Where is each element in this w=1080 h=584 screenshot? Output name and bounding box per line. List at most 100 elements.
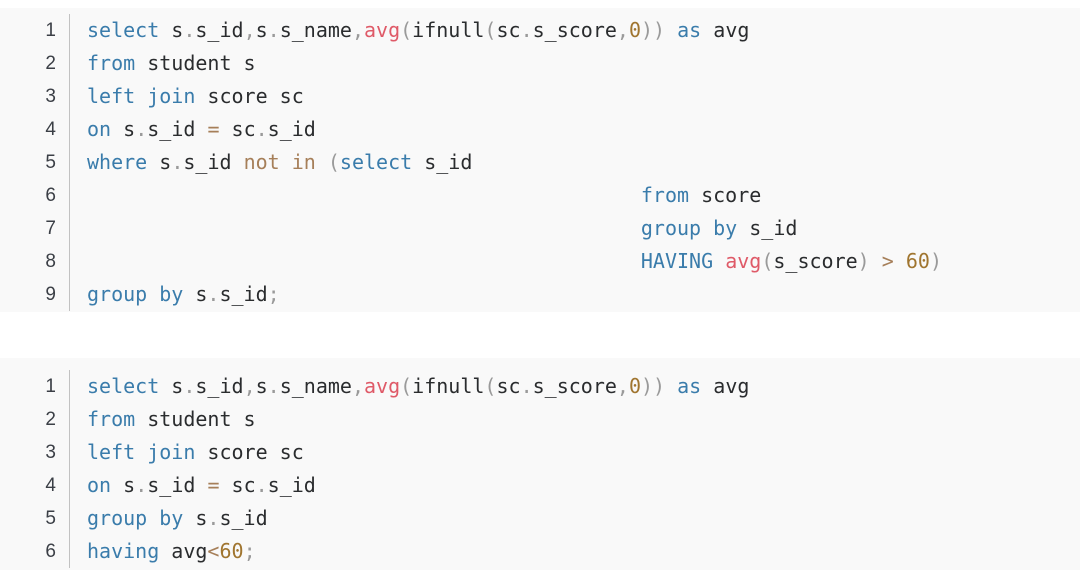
code-token — [87, 183, 641, 207]
code-token: )) — [641, 374, 666, 398]
code-token: = — [207, 473, 220, 497]
code-token: sc — [496, 18, 521, 42]
code-text: from student s — [70, 47, 256, 80]
code-token: s_name — [279, 374, 352, 398]
code-token: . — [135, 473, 148, 497]
code-token: sc — [219, 117, 256, 141]
code-token — [894, 249, 906, 273]
code-token: select — [87, 374, 160, 398]
line-number: 5 — [0, 502, 70, 535]
code-text: group by s.s_id — [70, 502, 268, 535]
code-token — [870, 249, 882, 273]
code-token: )) — [641, 18, 666, 42]
code-token: . — [520, 374, 533, 398]
line-number: 1 — [0, 370, 70, 403]
code-text: on s.s_id = sc.s_id — [70, 469, 316, 502]
code-token: . — [135, 117, 148, 141]
code-token: , — [351, 18, 364, 42]
code-text: left join score sc — [70, 436, 304, 469]
code-token: 60 — [905, 249, 930, 273]
code-token: sc — [219, 473, 256, 497]
code-token — [665, 374, 677, 398]
code-token — [87, 216, 641, 240]
code-token: , — [351, 374, 364, 398]
code-token — [316, 150, 328, 174]
code-token: from — [640, 183, 690, 207]
code-token: avg — [701, 374, 750, 398]
code-token: s_id — [219, 506, 268, 530]
code-text: left join score sc — [70, 80, 304, 113]
code-token: student s — [135, 407, 256, 431]
code-token: avg — [364, 18, 401, 42]
code-token: group by — [87, 506, 184, 530]
code-token: left join — [87, 440, 196, 464]
code-token: s_id — [412, 150, 473, 174]
code-token: s_id — [147, 117, 208, 141]
code-token: s_id — [195, 374, 244, 398]
code-line: 6 from score — [0, 179, 1080, 212]
line-number: 3 — [0, 80, 70, 113]
code-token: ; — [243, 539, 256, 563]
code-token: s_id — [195, 18, 244, 42]
code-token: . — [520, 18, 533, 42]
code-token: avg — [725, 249, 762, 273]
code-token: s — [183, 282, 208, 306]
code-token: s — [159, 374, 184, 398]
code-token: ( — [484, 374, 497, 398]
line-number: 1 — [0, 14, 70, 47]
code-text: group by s_id — [70, 212, 798, 245]
code-text: from student s — [70, 403, 256, 436]
code-token: = — [207, 117, 220, 141]
code-token: select — [87, 18, 160, 42]
line-number: 4 — [0, 113, 70, 146]
code-token: . — [267, 374, 280, 398]
code-line: 8 HAVING avg(s_score) > 60) — [0, 245, 1080, 278]
code-text: group by s.s_id; — [70, 278, 280, 311]
code-token: s_id — [267, 473, 316, 497]
code-token: on — [87, 473, 112, 497]
code-token: 60 — [219, 539, 244, 563]
line-number: 7 — [0, 212, 70, 245]
code-token: ( — [400, 374, 413, 398]
code-text: having avg<60; — [70, 535, 256, 568]
code-token: group by — [640, 216, 738, 240]
code-token: from — [87, 407, 136, 431]
code-text: HAVING avg(s_score) > 60) — [70, 245, 942, 278]
code-token: s_id — [147, 473, 208, 497]
code-token: s_score — [532, 374, 617, 398]
code-token: 0 — [628, 18, 641, 42]
code-token: s_id — [183, 150, 244, 174]
code-token: ( — [484, 18, 497, 42]
line-number: 2 — [0, 47, 70, 80]
code-token: s — [111, 473, 136, 497]
code-text: from score — [70, 179, 761, 212]
code-token: ( — [761, 249, 774, 273]
code-token: s_score — [532, 18, 617, 42]
code-token: as — [677, 18, 702, 42]
code-token: s_name — [279, 18, 352, 42]
code-token: avg — [159, 539, 208, 563]
code-token: on — [87, 117, 112, 141]
code-token: , — [243, 18, 256, 42]
code-token: , — [616, 374, 629, 398]
code-token: student s — [135, 51, 256, 75]
code-token: , — [243, 374, 256, 398]
code-token: . — [171, 150, 184, 174]
code-token: s — [159, 18, 184, 42]
code-token: not in — [243, 150, 316, 174]
code-token: where — [87, 150, 148, 174]
code-token: left join — [87, 84, 196, 108]
code-token: ( — [327, 150, 340, 174]
